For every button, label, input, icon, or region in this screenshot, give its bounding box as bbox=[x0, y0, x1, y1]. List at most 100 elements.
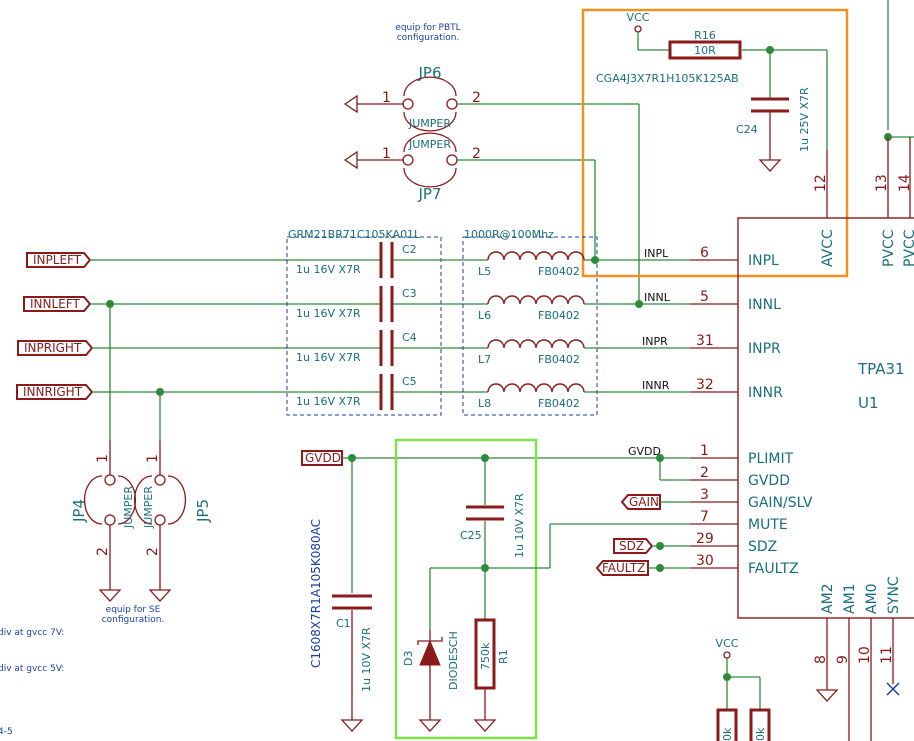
c25-ref: C25 bbox=[460, 529, 482, 542]
u1-pin14-num: 14 bbox=[897, 174, 913, 192]
c1-part: C1608X7R1A105K080AC bbox=[309, 519, 323, 668]
pullup-b-value: 0k bbox=[754, 727, 767, 741]
u1-pin-am1: AM1 bbox=[842, 583, 858, 614]
jp7-pin1: 1 bbox=[382, 146, 391, 162]
c3-rating: 1u 16V X7R bbox=[296, 307, 361, 320]
d3-value: DIODESCH bbox=[447, 631, 460, 690]
u1-pin-inpr: INPR bbox=[748, 341, 781, 357]
l7-ref: L7 bbox=[478, 353, 491, 366]
ferrite-l5: L5 FB0402 bbox=[478, 251, 585, 278]
pbtl-note-line2: configuration. bbox=[397, 33, 460, 43]
u1-pin-faultz: FAULTZ bbox=[748, 561, 799, 577]
r16-value: 10R bbox=[694, 44, 716, 57]
u1-pin32-num: 32 bbox=[696, 377, 714, 393]
ground-icon bbox=[98, 589, 122, 602]
jp6-value: JUMPER bbox=[408, 117, 451, 130]
c5-ref: C5 bbox=[402, 375, 417, 388]
jp6-pin1: 1 bbox=[382, 90, 391, 106]
l8-ref: L8 bbox=[478, 397, 491, 410]
c24-ref: C24 bbox=[736, 123, 758, 136]
u1-name: TPA31 bbox=[857, 360, 905, 378]
innleft-label: INNLEFT bbox=[30, 297, 80, 311]
resistor-pullup-b bbox=[749, 708, 771, 741]
u1-pin30-num: 30 bbox=[696, 553, 714, 569]
power-flag-icon bbox=[343, 150, 358, 170]
innright-label: INNRIGHT bbox=[23, 385, 83, 399]
u1-pin-plimit: PLIMIT bbox=[748, 451, 794, 467]
net-inpl: INPL bbox=[644, 247, 669, 260]
u1-pin-inpl: INPL bbox=[748, 253, 779, 269]
faultz-label: FAULTZ bbox=[602, 561, 645, 575]
diode-d3 bbox=[419, 639, 441, 666]
u1-pin7-num: 7 bbox=[700, 509, 709, 525]
label-faultz: FAULTZ bbox=[595, 542, 690, 576]
d3-ref: D3 bbox=[402, 651, 415, 666]
label-flag-icon bbox=[16, 384, 94, 400]
jumper-jp7: 1 2 JUMPER JP7 bbox=[343, 132, 481, 203]
capacitor-c5: C5 1u 16V X7R bbox=[296, 374, 417, 410]
jp6-ref: JP6 bbox=[417, 64, 441, 82]
c3-ref: C3 bbox=[402, 287, 417, 300]
c24-rating: 1u 25V X7R bbox=[798, 87, 811, 152]
jp6-pin2: 2 bbox=[472, 90, 481, 106]
u1-pin-am2: AM2 bbox=[820, 583, 836, 614]
capacitor-c2: C2 1u 16V X7R bbox=[296, 242, 417, 278]
l7-part: FB0402 bbox=[538, 353, 580, 366]
c2-ref: C2 bbox=[402, 243, 417, 256]
l5-ref: L5 bbox=[478, 265, 491, 278]
ferrite-l6: L6 FB0402 bbox=[478, 295, 585, 322]
u1-pin8-num: 8 bbox=[813, 655, 829, 664]
cap-group-value: GRM21BR71C105KA01L bbox=[288, 228, 421, 241]
ferrite-l7: L7 FB0402 bbox=[478, 339, 585, 366]
label-flag-icon bbox=[620, 494, 661, 510]
ground-icon bbox=[418, 719, 442, 732]
u1-pin10-num: 10 bbox=[857, 646, 873, 664]
l5-part: FB0402 bbox=[538, 265, 580, 278]
jp5-ref: JP5 bbox=[194, 499, 212, 523]
label-flag-icon bbox=[595, 560, 649, 576]
net-gvdd: GVDD bbox=[628, 445, 661, 458]
jp7-pin2: 2 bbox=[472, 146, 481, 162]
jp7-ref: JP7 bbox=[417, 185, 441, 203]
cap-group-box bbox=[286, 236, 442, 416]
label-flag-icon bbox=[613, 538, 654, 554]
mute-network: C25 1u 10V X7R D3 DIODESCH 750k R1 bbox=[402, 458, 690, 732]
ground-icon bbox=[815, 689, 839, 702]
u1-pin13-num: 13 bbox=[874, 174, 890, 192]
jp4-pin1: 1 bbox=[95, 454, 111, 463]
c24-part: CGA4J3X7R1H105K125AB bbox=[596, 72, 739, 85]
label-flag-icon bbox=[26, 252, 92, 268]
left-note-1: div at gvcc 7V: bbox=[0, 628, 64, 638]
label-gain: GAIN bbox=[620, 494, 690, 510]
l6-part: FB0402 bbox=[538, 309, 580, 322]
u1-pin5-num: 5 bbox=[700, 289, 709, 305]
jp4-ref: JP4 bbox=[70, 499, 88, 523]
sdz-label: SDZ bbox=[619, 539, 644, 553]
jumper-jp4: 1 2 JP4 JUMPER bbox=[70, 440, 137, 602]
r16-ref: R16 bbox=[694, 29, 716, 42]
gain-label: GAIN bbox=[629, 495, 659, 509]
pullup-a-value: 0k bbox=[721, 727, 734, 741]
jumper-jp5: 1 2 JUMPER JP5 bbox=[133, 440, 212, 602]
input-inpleft: INPLEFT bbox=[26, 252, 380, 268]
jp4-pin2: 2 bbox=[95, 547, 111, 556]
u1-pin3-num: 3 bbox=[700, 487, 709, 503]
u1-pin9-num: 9 bbox=[835, 655, 851, 664]
label-gvdd: GVDD bbox=[301, 450, 343, 466]
u1-pin31-num: 31 bbox=[696, 333, 714, 349]
jumper-jp6: 1 2 JP6 JUMPER bbox=[343, 64, 481, 132]
net-innl: INNL bbox=[644, 291, 671, 304]
no-connect-icon bbox=[886, 682, 900, 696]
se-note-line2: configuration. bbox=[102, 615, 165, 625]
c2-rating: 1u 16V X7R bbox=[296, 263, 361, 276]
u1-pin-pvcc-b: PVCC bbox=[902, 229, 914, 267]
ferrite-l8: L8 FB0402 bbox=[478, 383, 585, 410]
input-innleft: INNLEFT bbox=[23, 296, 380, 312]
gvdd-label: GVDD bbox=[305, 451, 341, 465]
vcc-label: VCC bbox=[627, 11, 650, 24]
u1-pin11-num: 11 bbox=[879, 646, 895, 664]
u1-pin2-num: 2 bbox=[700, 465, 709, 481]
c1-rating: 1u 10V X7R bbox=[360, 627, 373, 692]
label-sdz: SDZ bbox=[613, 538, 690, 554]
